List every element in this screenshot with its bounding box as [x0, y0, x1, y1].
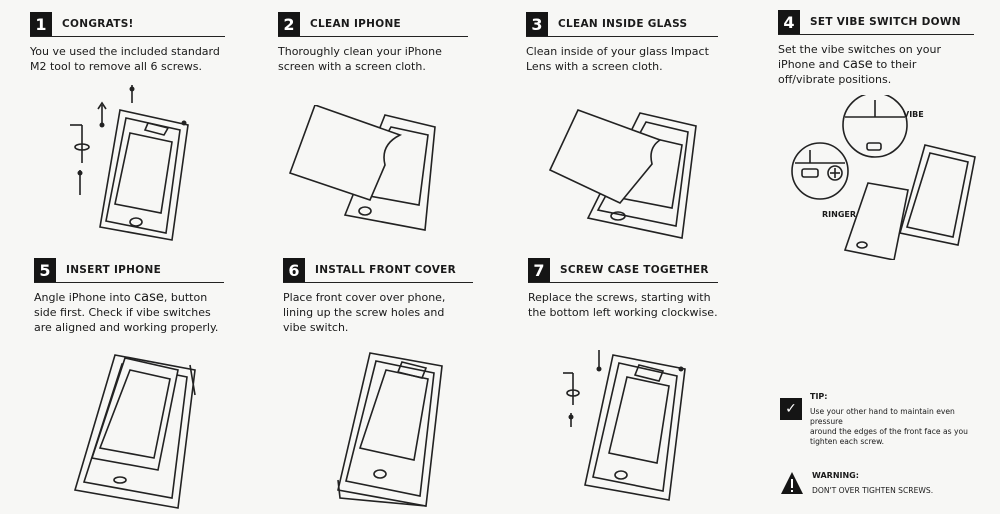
tip-row: ✓ TIP: Use your other hand to maintain e…: [780, 392, 985, 447]
step-5: 5 INSERT IPHONE Angle iPhone into case, …: [34, 258, 224, 335]
step-number: 7: [528, 258, 550, 282]
text-line: lining up the screw holes and: [283, 306, 445, 319]
step-title: CONGRATS!: [62, 18, 134, 30]
illustration-case-open-icon: [70, 85, 189, 241]
tip-line: Use your other hand to maintain even pre…: [810, 407, 955, 426]
step-5-text: Angle iPhone into case, button side firs…: [34, 290, 224, 335]
text-line: are aligned and working properly.: [34, 321, 219, 334]
step-number: 6: [283, 258, 305, 282]
step-title: SET VIBE SWITCH DOWN: [810, 16, 961, 28]
text-span: Angle iPhone into: [34, 291, 134, 304]
text-line: M2 tool to remove all 6 screws.: [30, 60, 203, 73]
tip-heading: TIP:: [810, 392, 828, 401]
step-5-header: 5 INSERT IPHONE: [34, 258, 224, 283]
illustration-clean-glass-icon: [548, 108, 697, 239]
step-6: 6 INSTALL FRONT COVER Place front cover …: [283, 258, 473, 335]
text-span: iPhone and: [778, 58, 843, 71]
step-4-text: Set the vibe switches on your iPhone and…: [778, 42, 974, 87]
text-span: case: [842, 57, 873, 72]
step-1-header: 1 CONGRATS!: [30, 12, 225, 37]
ringer-label: RINGER: [822, 210, 857, 219]
text-line: the bottom left working clockwise.: [528, 306, 718, 319]
tips-panel: ✓ TIP: Use your other hand to maintain e…: [780, 392, 985, 496]
warning-line: DON'T OVER TIGHTEN SCREWS.: [812, 486, 934, 495]
warning-triangle-icon: [781, 472, 803, 494]
text-line: iPhone and case to their: [778, 57, 974, 72]
text-line: vibe switch.: [283, 321, 349, 334]
warning-row: WARNING: DON'T OVER TIGHTEN SCREWS.: [780, 471, 985, 496]
warning-heading: WARNING:: [812, 471, 859, 480]
step-6-text: Place front cover over phone, lining up …: [283, 290, 473, 335]
text-line: Clean inside of your glass Impact: [526, 45, 709, 58]
text-line: You ve used the included standard: [30, 45, 220, 58]
illustration-screw-case-icon: [563, 350, 686, 501]
text-line: Thoroughly clean your iPhone: [278, 45, 442, 58]
step-7-text: Replace the screws, starting with the bo…: [528, 290, 718, 320]
step-4: 4 SET VIBE SWITCH DOWN Set the vibe swit…: [778, 10, 974, 87]
step-title: INSTALL FRONT COVER: [315, 264, 456, 276]
illustration-front-cover-icon: [337, 352, 443, 507]
illustration-insert-iphone-icon: [73, 354, 196, 509]
text-line: screen with a screen cloth.: [278, 60, 426, 73]
step-title: SCREW CASE TOGETHER: [560, 264, 709, 276]
step-2: 2 CLEAN IPHONE Thoroughly clean your iPh…: [278, 12, 468, 74]
step-number: 4: [778, 10, 800, 34]
step-title: INSERT IPHONE: [66, 264, 162, 276]
step-number: 5: [34, 258, 56, 282]
tip-text: TIP: Use your other hand to maintain eve…: [810, 392, 985, 447]
text-line: off/vibrate positions.: [778, 73, 892, 86]
step-number: 2: [278, 12, 300, 36]
checkmark-icon: ✓: [780, 398, 802, 420]
text-span: , button: [163, 291, 208, 304]
text-line: Place front cover over phone,: [283, 291, 446, 304]
text-line: Angle iPhone into case, button: [34, 290, 224, 305]
step-4-header: 4 SET VIBE SWITCH DOWN: [778, 10, 974, 35]
text-line: side first. Check if vibe switches: [34, 306, 211, 319]
step-6-header: 6 INSTALL FRONT COVER: [283, 258, 473, 283]
illustration-clean-iphone-icon: [288, 105, 436, 231]
warning-text: WARNING: DON'T OVER TIGHTEN SCREWS.: [812, 471, 933, 496]
tip-line: tighten each screw.: [810, 437, 885, 446]
step-title: CLEAN INSIDE GLASS: [558, 18, 688, 30]
step-number: 1: [30, 12, 52, 36]
step-1: 1 CONGRATS! You ve used the included sta…: [30, 12, 225, 74]
text-line: Set the vibe switches on your: [778, 43, 941, 56]
text-line: Replace the screws, starting with: [528, 291, 711, 304]
illustration-vibe-switch-icon: [791, 95, 976, 260]
step-7: 7 SCREW CASE TOGETHER Replace the screws…: [528, 258, 718, 320]
step-2-header: 2 CLEAN IPHONE: [278, 12, 468, 37]
text-span: case: [134, 290, 164, 305]
step-1-text: You ve used the included standard M2 too…: [30, 44, 225, 74]
tip-line: around the edges of the front face as yo…: [810, 427, 968, 436]
step-2-text: Thoroughly clean your iPhone screen with…: [278, 44, 468, 74]
vibe-label: VIBE: [903, 110, 924, 119]
step-7-header: 7 SCREW CASE TOGETHER: [528, 258, 718, 283]
step-3: 3 CLEAN INSIDE GLASS Clean inside of you…: [526, 12, 718, 74]
step-number: 3: [526, 12, 548, 36]
step-3-header: 3 CLEAN INSIDE GLASS: [526, 12, 718, 37]
step-title: CLEAN IPHONE: [310, 18, 402, 30]
text-line: Lens with a screen cloth.: [526, 60, 663, 73]
step-3-text: Clean inside of your glass Impact Lens w…: [526, 44, 718, 74]
text-span: to their: [872, 58, 917, 71]
